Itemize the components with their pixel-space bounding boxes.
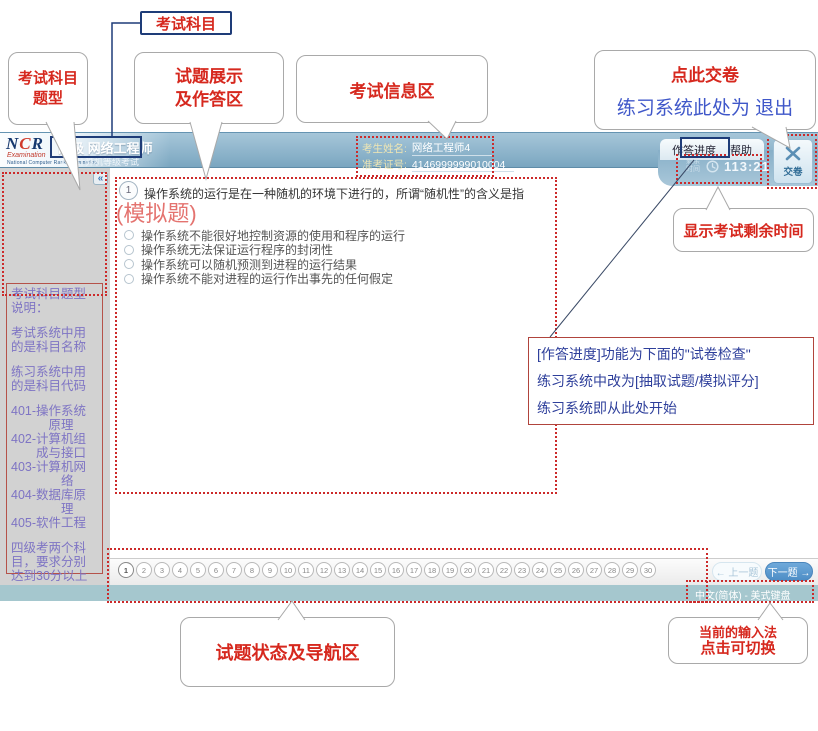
question-number-button[interactable]: 20 — [460, 562, 476, 578]
sidebar-note-paragraph: 练习系统中用 的是科目代码 — [11, 365, 87, 393]
callout-question-display-area: 试题展示 及作答区 — [134, 52, 284, 124]
option-text: 操作系统不能很好地控制资源的使用和程序的运行 — [141, 228, 406, 243]
remaining-time-caption: 剩余时间 — [686, 158, 700, 173]
clock-icon — [706, 159, 719, 173]
question-number-button[interactable]: 2 — [136, 562, 152, 578]
option-row[interactable]: 操作系统不能对进程的运行作出事先的任何假定 — [124, 272, 405, 287]
ncre-logo: NCR — [6, 134, 44, 154]
question-number-button[interactable]: 9 — [262, 562, 278, 578]
answer-options: 操作系统不能很好地控制资源的使用和程序的运行 操作系统无法保证运行程序的封闭性 … — [124, 228, 405, 286]
question-number-button[interactable]: 16 — [388, 562, 404, 578]
note-progress-line: [作答进度]功能为下面的"试卷检查" — [537, 346, 751, 362]
sidebar-note-paragraph: 401-操作系统 原理 402-计算机组 成与接口 403-计算机网 络 404… — [11, 404, 87, 530]
sidebar-note-paragraph: 考试科目题型 说明： — [11, 287, 87, 315]
status-bar — [0, 585, 818, 601]
radio-icon[interactable] — [124, 244, 134, 255]
callout-current-ime: 当前的输入法 点击可切换 — [668, 617, 808, 664]
remaining-time-value: 113:21 — [724, 158, 770, 174]
question-number-button[interactable]: 8 — [244, 562, 260, 578]
subject-sidebar — [0, 168, 110, 585]
callout-submit-subtitle: 练习系统此处为 退出 — [616, 97, 794, 119]
ime-indicator[interactable]: 中文(简体) - 美式键盘 — [695, 591, 791, 602]
question-number-button[interactable]: 10 — [280, 562, 296, 578]
option-text: 操作系统无法保证运行程序的封闭性 — [141, 243, 334, 258]
question-number-button[interactable]: 3 — [154, 562, 170, 578]
ticket-number-row: 准考证号: 4146999999010004 — [362, 157, 514, 172]
question-number-badge: 1 — [119, 181, 138, 200]
question-number-button[interactable]: 29 — [622, 562, 638, 578]
question-number-button[interactable]: 13 — [334, 562, 350, 578]
callout-submit-here: 点此交卷 练习系统此处为 退出 — [594, 50, 816, 130]
option-text: 操作系统可以随机预测到进程的运行结果 — [141, 257, 358, 272]
question-number-button[interactable]: 1 — [118, 562, 134, 578]
question-number-button[interactable]: 6 — [208, 562, 224, 578]
note-progress-line: 练习系统中改为[抽取试题/模拟评分] — [537, 373, 759, 389]
remaining-time: 剩余时间 113:21 — [686, 158, 770, 174]
question-number-button[interactable]: 23 — [514, 562, 530, 578]
header-tabs: 作答进度 帮助 — [660, 139, 764, 160]
next-question-button[interactable]: 下一题 → — [765, 562, 813, 581]
callout-subject-question-types: 考试科目 题型 — [8, 52, 88, 125]
callout-remaining-time: 显示考试剩余时间 — [673, 208, 814, 252]
question-number-button[interactable]: 26 — [568, 562, 584, 578]
question-number-button[interactable]: 7 — [226, 562, 242, 578]
sidebar-note-paragraph: 考试系统中用 的是科目名称 — [11, 326, 87, 354]
callout-submit-title: 点此交卷 — [671, 65, 739, 85]
tab-answer-progress[interactable]: 作答进度 — [672, 144, 716, 157]
submit-paper-label: 交卷 — [783, 166, 803, 178]
tab-help[interactable]: 帮助 — [730, 144, 752, 157]
mock-question-tag: (模拟题) — [116, 201, 197, 226]
question-number-button[interactable]: 4 — [172, 562, 188, 578]
note-progress-function: [作答进度]功能为下面的"试卷检查" 练习系统中改为[抽取试题/模拟评分] 练习系统… — [528, 337, 814, 425]
note-progress-line: 练习系统即从此处开始 — [537, 400, 677, 416]
radio-icon[interactable] — [124, 230, 134, 241]
option-row[interactable]: 操作系统不能很好地控制资源的使用和程序的运行 — [124, 228, 405, 243]
question-number-button[interactable]: 11 — [298, 562, 314, 578]
question-number-button[interactable]: 30 — [640, 562, 656, 578]
question-number-button[interactable]: 18 — [424, 562, 440, 578]
radio-icon[interactable] — [124, 273, 134, 284]
ticket-number-value: 4146999999010004 — [411, 159, 514, 172]
question-number-button[interactable]: 12 — [316, 562, 332, 578]
question-number-button[interactable]: 21 — [478, 562, 494, 578]
callout-ime-line1: 当前的输入法 — [698, 624, 777, 640]
logo-letter-n: N — [6, 134, 20, 153]
submit-paper-button[interactable]: 交卷 — [773, 139, 813, 184]
ticket-number-label: 准考证号: — [362, 159, 407, 171]
question-number-button[interactable]: 17 — [406, 562, 422, 578]
question-number-button[interactable]: 24 — [532, 562, 548, 578]
logo-subtext: Examination — [7, 152, 46, 159]
question-number-button[interactable]: 14 — [352, 562, 368, 578]
question-number-button[interactable]: 28 — [604, 562, 620, 578]
candidate-name-label: 考生姓名: — [362, 143, 407, 155]
exam-subject-title: 四级 网络工程师 — [58, 141, 153, 156]
exam-system-subtitle: 全国计算机等级考试 — [58, 157, 140, 167]
sidebar-note-paragraph: 四级考两个科 目，要求分别 达到30分以上 — [11, 541, 88, 583]
candidate-name-row: 考生姓名: 网络工程师4 — [362, 140, 492, 156]
sidebar-collapse-button[interactable]: « — [93, 172, 108, 185]
sidebar-annotation-note: 考试科目题型 说明： 考试系统中用 的是科目名称练习系统中用 的是科目代码 401-… — [6, 283, 103, 583]
question-number-button[interactable]: 19 — [442, 562, 458, 578]
prev-question-button[interactable]: ← 上一题 — [712, 562, 762, 581]
question-number-button[interactable]: 27 — [586, 562, 602, 578]
option-text: 操作系统不能对进程的运行作出事先的任何假定 — [141, 272, 394, 287]
callout-exam-info-area: 考试信息区 — [296, 55, 488, 123]
callout-ime-line2: 点击可切换 — [700, 639, 776, 657]
logo-letter-r: R — [31, 134, 44, 153]
question-number-button[interactable]: 15 — [370, 562, 386, 578]
callout-exam-subject: 考试科目 — [140, 11, 232, 35]
candidate-name-value: 网络工程师4 — [411, 140, 492, 156]
logo-letter-c: C — [19, 134, 32, 153]
question-number-button[interactable]: 5 — [190, 562, 206, 578]
option-row[interactable]: 操作系统可以随机预测到进程的运行结果 — [124, 257, 405, 272]
question-number-button[interactable]: 22 — [496, 562, 512, 578]
callout-question-status-nav: 试题状态及导航区 — [180, 617, 395, 687]
option-row[interactable]: 操作系统无法保证运行程序的封闭性 — [124, 243, 405, 258]
scissors-icon — [785, 146, 801, 160]
radio-icon[interactable] — [124, 259, 134, 270]
question-text: 操作系统的运行是在一种随机的环境下进行的，所谓“随机性”的含义是指 — [144, 187, 524, 201]
question-number-button[interactable]: 25 — [550, 562, 566, 578]
